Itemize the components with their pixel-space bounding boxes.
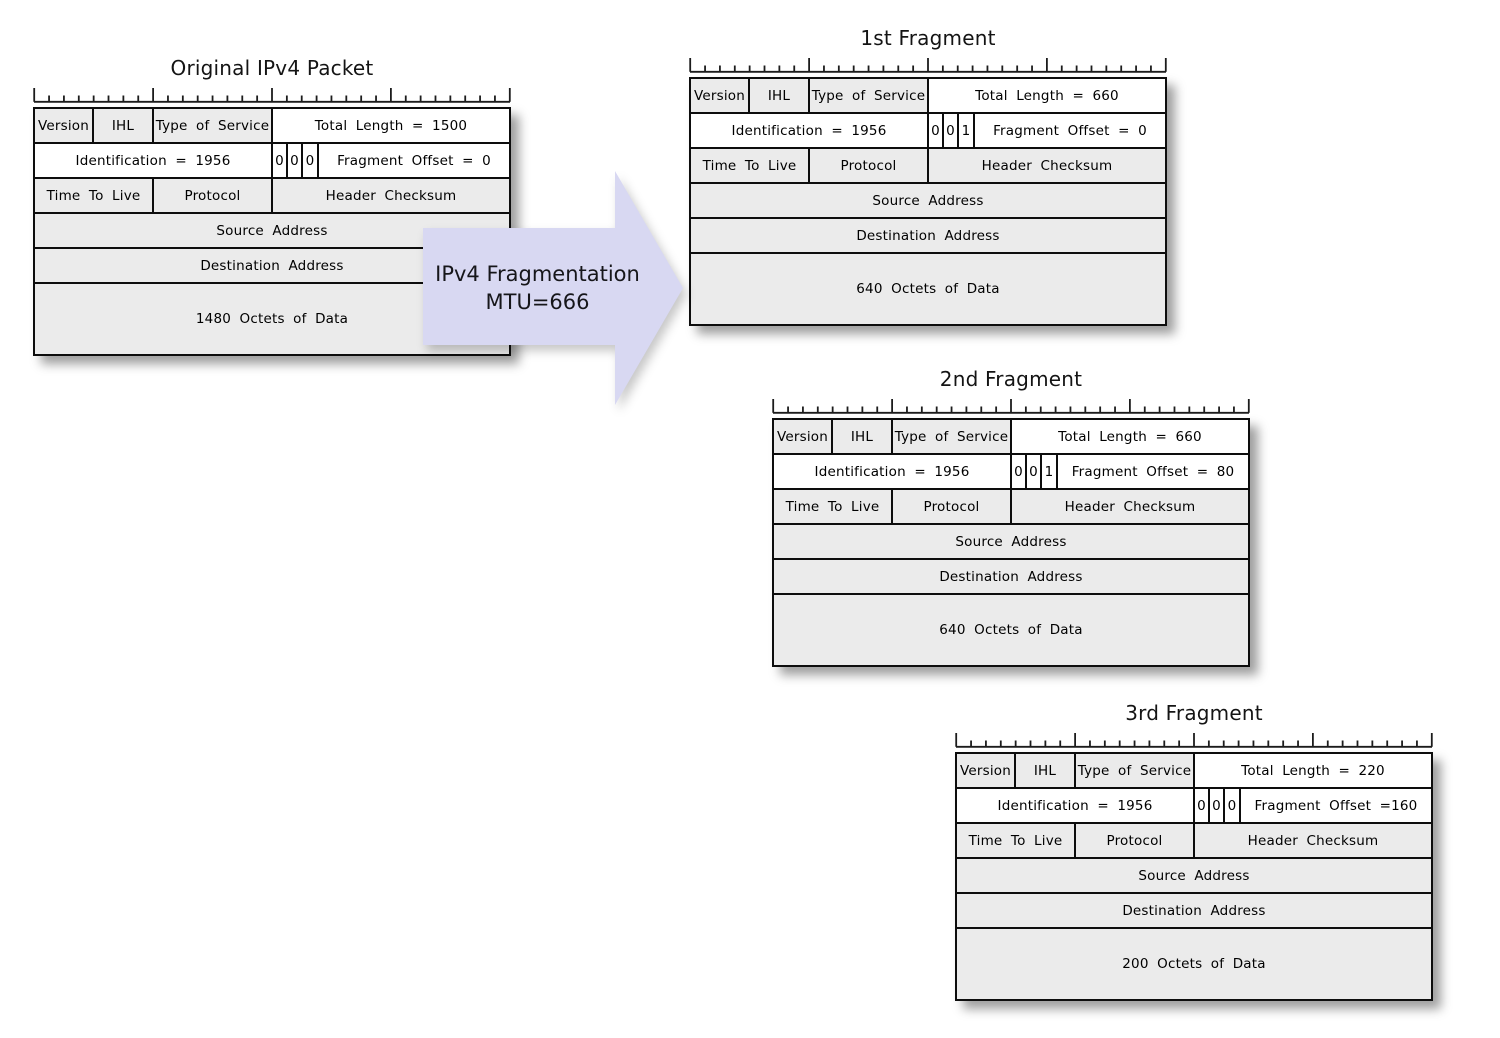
bit-ruler <box>33 88 511 103</box>
flag-bit-1: 0 <box>1027 455 1042 490</box>
field-data-payload: 640 Octets of Data <box>691 254 1165 324</box>
field-protocol: Protocol <box>893 490 1012 525</box>
flag-bit-2: 0 <box>1225 789 1241 824</box>
field-ihl: IHL <box>750 79 810 114</box>
field-identification: Identification = 1956 <box>35 144 273 179</box>
field-type-of-service: Type of Service <box>810 79 929 114</box>
field-source-address: Source Address <box>691 184 1165 219</box>
fragmentation-arrow <box>423 171 683 405</box>
field-version: Version <box>774 420 833 455</box>
field-identification: Identification = 1956 <box>691 114 929 149</box>
field-protocol: Protocol <box>1076 824 1195 859</box>
arrow-label-line2: MTU=666 <box>485 290 590 314</box>
flag-bit-2: 1 <box>959 114 975 149</box>
packet-table: Version IHL Type of Service Total Length… <box>689 77 1167 326</box>
field-ihl: IHL <box>833 420 893 455</box>
packet-title: 1st Fragment <box>860 26 996 50</box>
field-protocol: Protocol <box>810 149 929 184</box>
bit-ruler <box>772 399 1250 414</box>
field-time-to-live: Time To Live <box>691 149 810 184</box>
field-ihl: IHL <box>1016 754 1076 789</box>
packet-title: 2nd Fragment <box>939 367 1083 391</box>
packet-fragment-1: 1st Fragment Version IHL Type of Service… <box>689 25 1167 326</box>
field-time-to-live: Time To Live <box>774 490 893 525</box>
flag-bit-0: 0 <box>273 144 288 179</box>
packet-fragment-3: 3rd Fragment Version IHL Type of Service… <box>955 700 1433 1001</box>
flag-bit-2: 1 <box>1042 455 1058 490</box>
field-source-address: Source Address <box>774 525 1248 560</box>
field-time-to-live: Time To Live <box>957 824 1076 859</box>
field-identification: Identification = 1956 <box>774 455 1012 490</box>
field-type-of-service: Type of Service <box>1076 754 1195 789</box>
field-data-payload: 200 Octets of Data <box>957 929 1431 999</box>
field-destination-address: Destination Address <box>774 560 1248 595</box>
field-source-address: Source Address <box>957 859 1431 894</box>
field-total-length: Total Length = 660 <box>1012 420 1248 455</box>
field-fragment-offset: Fragment Offset = 0 <box>975 114 1165 149</box>
field-time-to-live: Time To Live <box>35 179 154 214</box>
packet-title: 3rd Fragment <box>1125 701 1263 725</box>
field-fragment-offset: Fragment Offset = 80 <box>1058 455 1248 490</box>
field-version: Version <box>691 79 750 114</box>
field-fragment-offset: Fragment Offset =160 <box>1241 789 1431 824</box>
field-version: Version <box>957 754 1016 789</box>
field-header-checksum: Header Checksum <box>929 149 1165 184</box>
field-version: Version <box>35 109 94 144</box>
arrow-label-line1: IPv4 Fragmentation <box>435 262 640 286</box>
field-fragment-offset: Fragment Offset = 0 <box>319 144 509 179</box>
field-destination-address: Destination Address <box>691 219 1165 254</box>
field-destination-address: Destination Address <box>957 894 1431 929</box>
packet-table: Version IHL Type of Service Total Length… <box>772 418 1250 667</box>
field-ihl: IHL <box>94 109 154 144</box>
field-total-length: Total Length = 660 <box>929 79 1165 114</box>
flag-bit-0: 0 <box>929 114 944 149</box>
field-header-checksum: Header Checksum <box>1012 490 1248 525</box>
field-header-checksum: Header Checksum <box>1195 824 1431 859</box>
flag-bit-0: 0 <box>1012 455 1027 490</box>
field-type-of-service: Type of Service <box>893 420 1012 455</box>
field-protocol: Protocol <box>154 179 273 214</box>
arrow-label: IPv4 Fragmentation MTU=666 <box>425 260 650 316</box>
flag-bit-1: 0 <box>1210 789 1225 824</box>
field-header-checksum: Header Checksum <box>273 179 509 214</box>
bit-ruler <box>689 58 1167 73</box>
flag-bit-1: 0 <box>944 114 959 149</box>
packet-table: Version IHL Type of Service Total Length… <box>955 752 1433 1001</box>
bit-ruler <box>955 733 1433 748</box>
field-total-length: Total Length = 1500 <box>273 109 509 144</box>
field-type-of-service: Type of Service <box>154 109 273 144</box>
packet-title: Original IPv4 Packet <box>170 56 374 80</box>
packet-fragment-2: 2nd Fragment Version IHL Type of Service… <box>772 366 1250 667</box>
field-identification: Identification = 1956 <box>957 789 1195 824</box>
field-data-payload: 640 Octets of Data <box>774 595 1248 665</box>
flag-bit-2: 0 <box>303 144 319 179</box>
flag-bit-1: 0 <box>288 144 303 179</box>
flag-bit-0: 0 <box>1195 789 1210 824</box>
field-total-length: Total Length = 220 <box>1195 754 1431 789</box>
